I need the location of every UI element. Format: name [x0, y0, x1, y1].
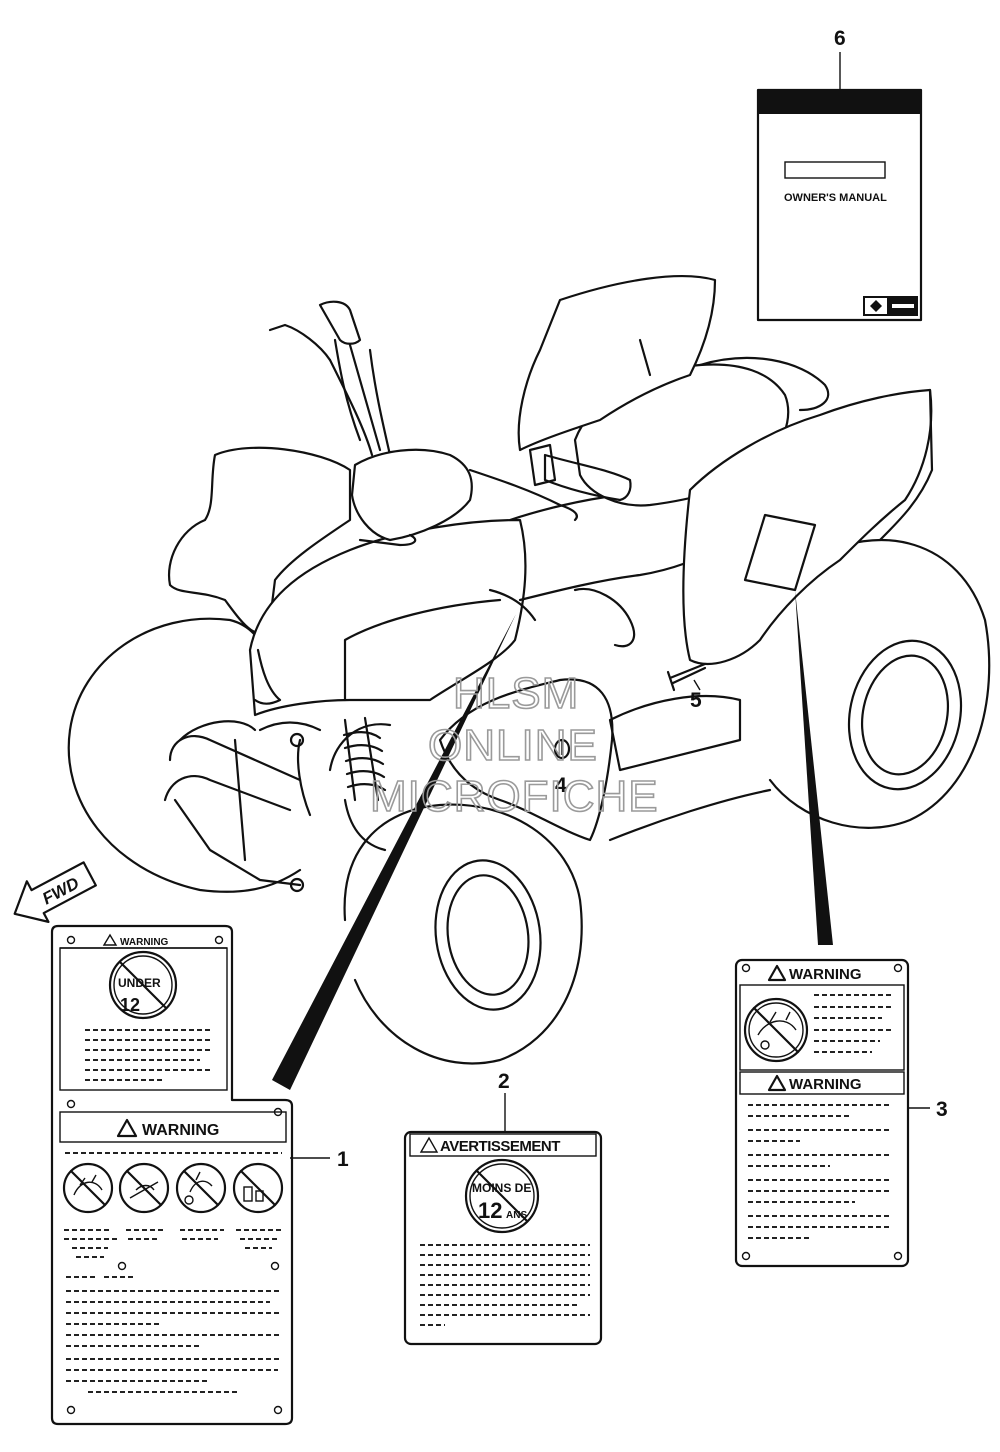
badge-12-fr: 12 [478, 1198, 502, 1223]
svg-text:ONLINE: ONLINE [428, 721, 598, 770]
warning-label-3: WARNING WARNING [734, 958, 910, 1268]
warning-label-2: AVERTISSEMENT MOINS DE 12 ANS [403, 1130, 603, 1346]
callout-6: 6 [834, 27, 846, 50]
callout-2: 2 [498, 1070, 510, 1093]
callout-3: 3 [936, 1098, 948, 1121]
no-paved-road-icon [118, 1162, 170, 1214]
label3-upper-heading: WARNING [789, 966, 862, 983]
owners-manual: OWNER'S MANUAL [756, 88, 923, 322]
watermark: HLSM ONLINE MICROFICHE [369, 668, 659, 822]
leader-lines [272, 52, 930, 1159]
callout-1: 1 [337, 1148, 349, 1171]
badge-under: UNDER [118, 976, 161, 990]
callout-numbers: 6 1 2 3 4 5 [337, 27, 948, 1171]
label2-heading: AVERTISSEMENT [440, 1138, 560, 1155]
no-riding-without-helmet-icon [232, 1162, 284, 1214]
badge-moins-de: MOINS DE [472, 1181, 531, 1195]
label1-upper-heading: WARNING [120, 937, 169, 948]
no-passenger-icon [743, 997, 809, 1063]
no-alcohol-drugs-icon [175, 1162, 227, 1214]
svg-text:HLSM: HLSM [453, 669, 579, 718]
front-shock [342, 716, 387, 802]
screw-part-5 [666, 662, 707, 692]
callout-4: 4 [555, 774, 567, 797]
badge-ans: ANS [506, 1210, 527, 1221]
fwd-arrow: FWD [13, 861, 97, 923]
label1-lower-heading: WARNING [142, 1122, 219, 1139]
label3-lower-heading: WARNING [789, 1076, 862, 1093]
badge-12: 12 [120, 995, 140, 1015]
atv-drawing [67, 275, 991, 1065]
suzuki-logo-icon [870, 300, 882, 312]
warning-label-1: WARNING UNDER 12 WARNING [50, 924, 294, 1426]
callout-5: 5 [690, 689, 702, 712]
svg-text:MICROFICHE: MICROFICHE [370, 772, 659, 821]
manual-title: OWNER'S MANUAL [784, 192, 887, 204]
no-passenger-icon [62, 1162, 114, 1214]
